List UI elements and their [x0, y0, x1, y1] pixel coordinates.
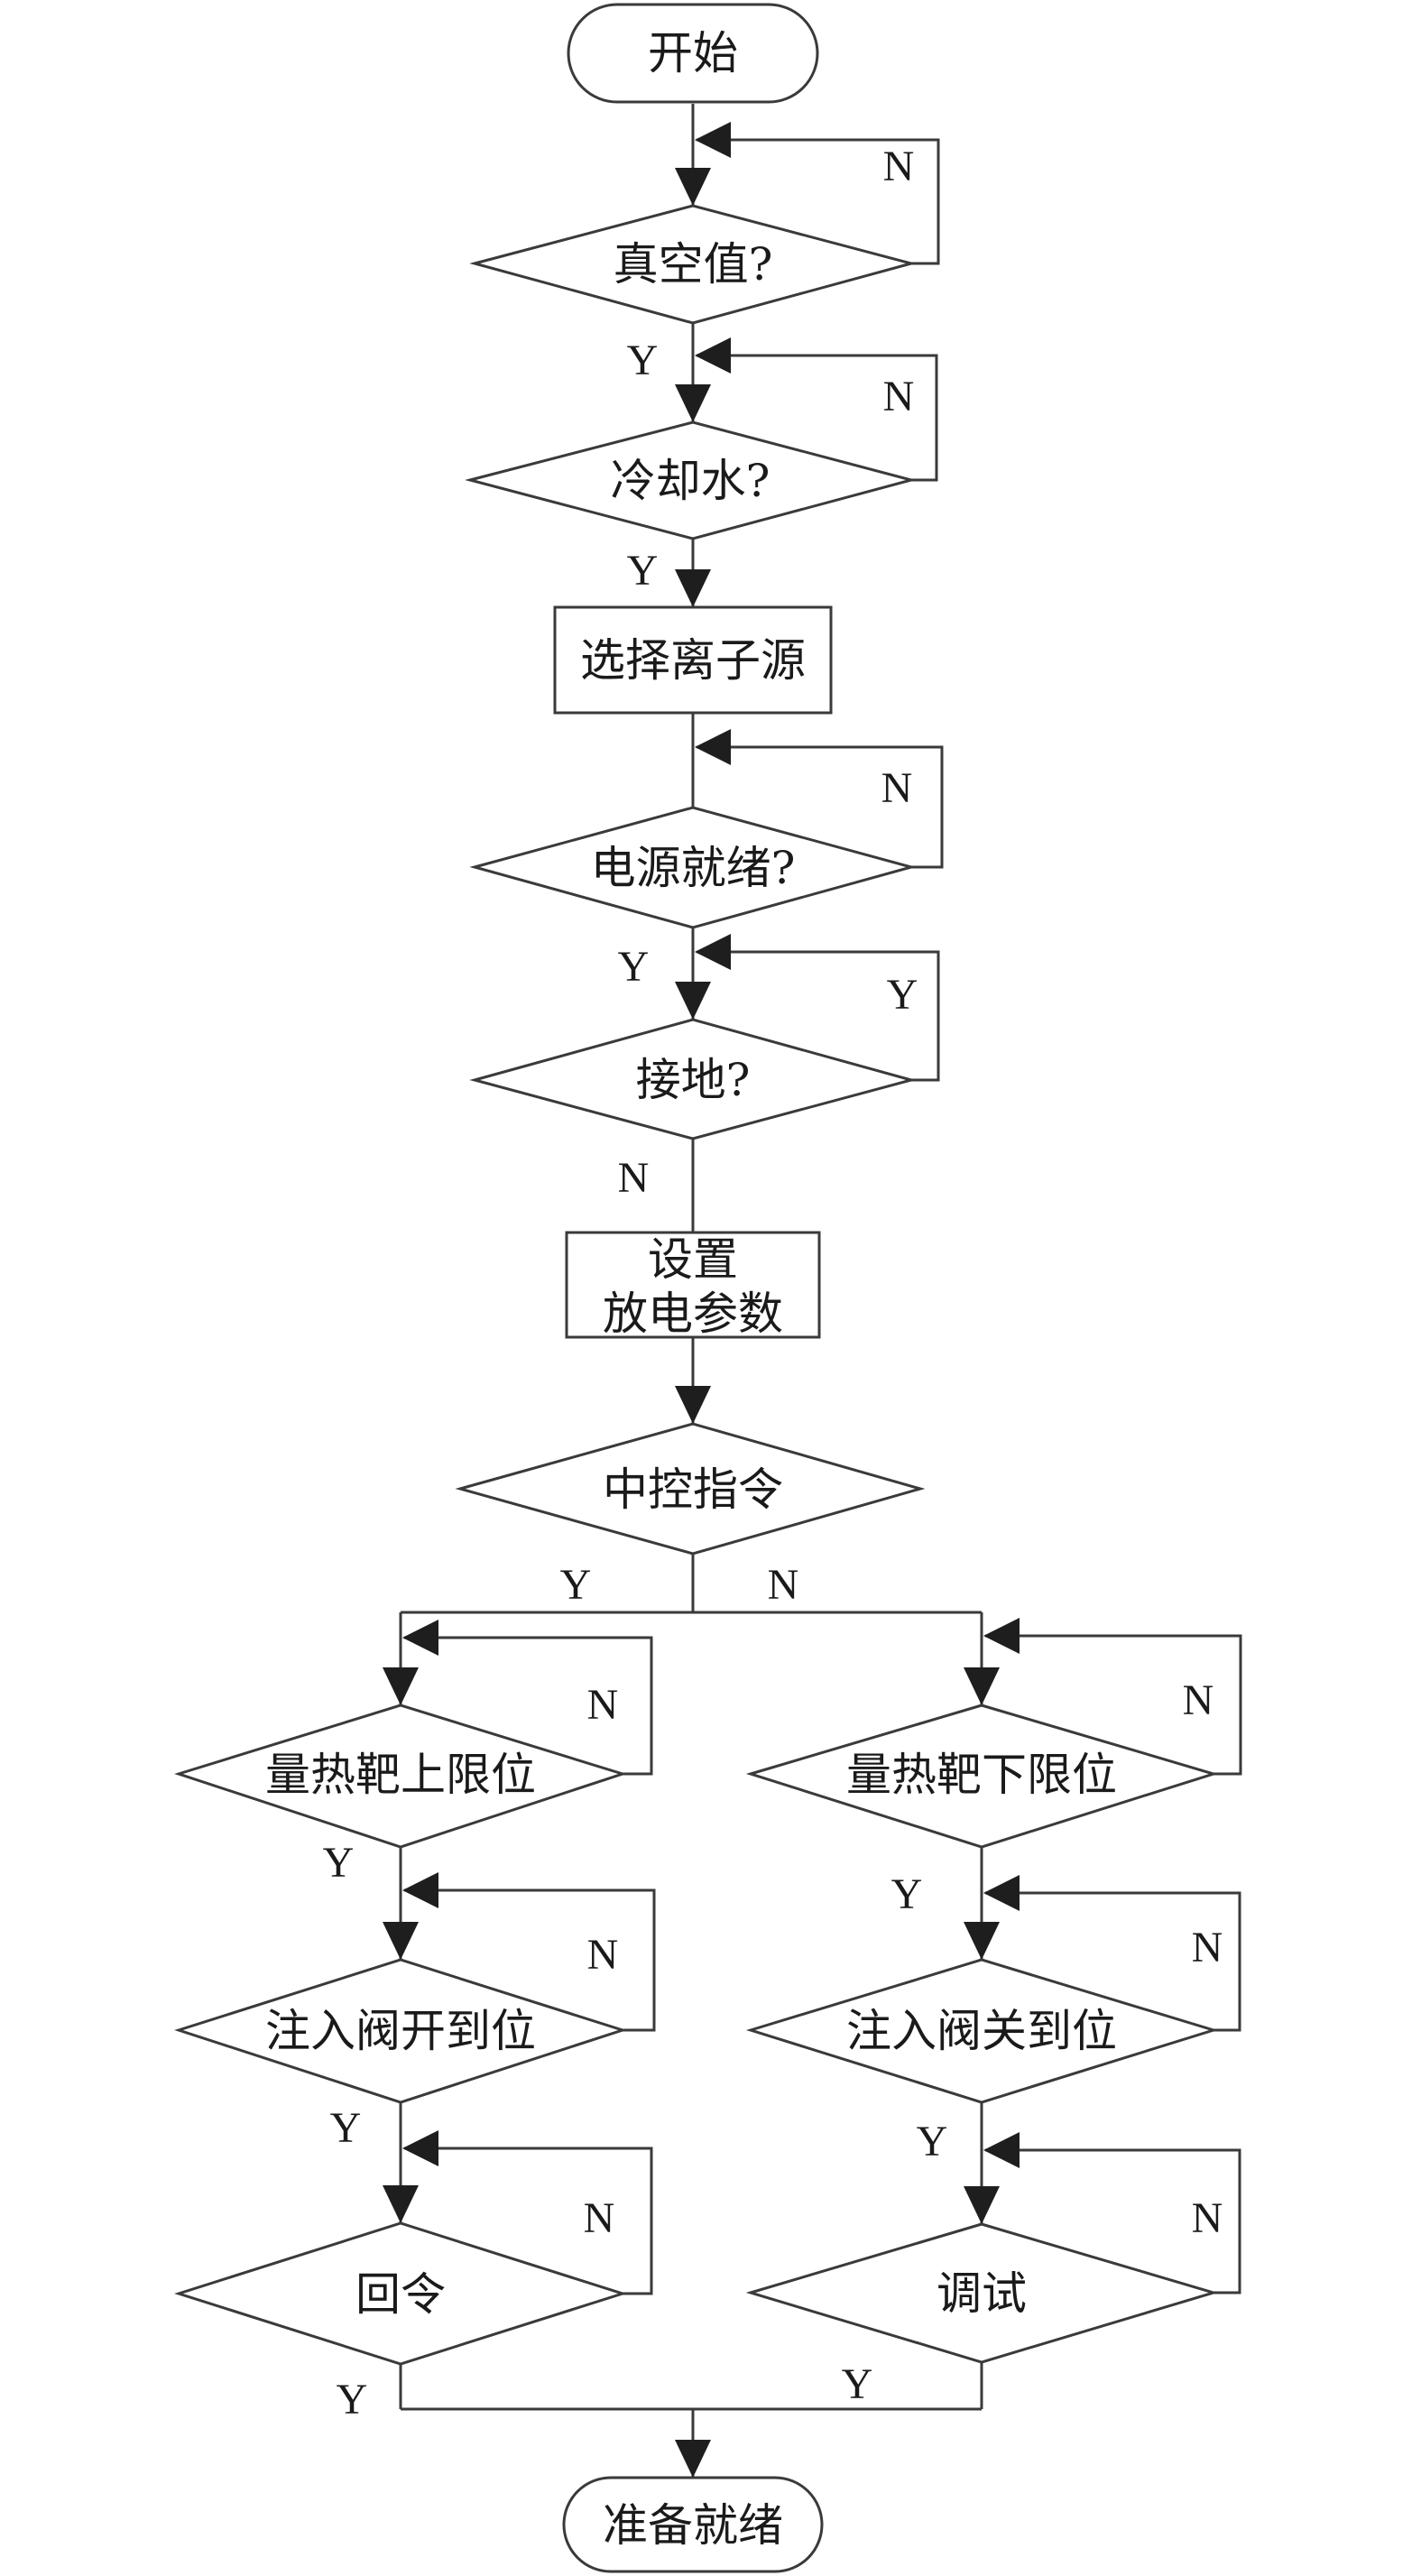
- connector-start-to-vacuum: [675, 104, 711, 206]
- connector-merge-to-end: [401, 2407, 982, 2478]
- decision-central-control: 中控指令: [455, 1422, 926, 1556]
- label-yes-power: Y: [618, 943, 650, 991]
- label-yes-valve-open: Y: [330, 2104, 362, 2152]
- label-no-power: N: [881, 764, 913, 812]
- label-no-vacuum: N: [883, 143, 915, 190]
- connector-set-to-central: [675, 1337, 711, 1424]
- decision-cooling-text: 冷却水?: [611, 455, 770, 507]
- label-no-valve-open: N: [587, 1931, 619, 1979]
- connector-vacuum-to-cooling: [675, 323, 711, 422]
- label-no-valve-close: N: [1192, 1924, 1223, 1971]
- label-yes-upper: Y: [323, 1839, 355, 1887]
- connector-lower-to-valve-close: [964, 1847, 1000, 1960]
- loop-valve-close-no: [983, 1875, 1241, 2032]
- decision-debug: 调试: [745, 2222, 1219, 2364]
- loop-upper-no: [402, 1620, 653, 1776]
- connector-split-to-lower: [964, 1612, 1000, 1705]
- loop-lower-no: [983, 1618, 1242, 1776]
- decision-return-command: 回令: [174, 2221, 627, 2366]
- label-no-ground: N: [618, 1154, 650, 1202]
- decision-grounding-text: 接地?: [636, 1054, 751, 1106]
- decision-upper-text: 量热靶上限位: [265, 1749, 536, 1801]
- label-no-debug: N: [1192, 2194, 1223, 2242]
- loop-vacuum-no: [695, 122, 940, 265]
- label-no-lower: N: [1183, 1676, 1214, 1724]
- process-set-line2: 放电参数: [603, 1288, 783, 1340]
- decision-calorimeter-upper: 量热靶上限位: [174, 1703, 627, 1849]
- label-no-return: N: [584, 2194, 615, 2242]
- loop-debug-no: [983, 2132, 1241, 2294]
- process-select-text: 选择离子源: [580, 634, 806, 687]
- connector-power-to-ground: [675, 928, 711, 1020]
- label-no-cooling: N: [883, 373, 915, 420]
- decision-power-ready: 电源就绪?: [469, 806, 917, 929]
- label-no-central: N: [768, 1561, 799, 1609]
- decision-valve-close: 注入阀关到位: [745, 1958, 1219, 2104]
- label-yes-central: Y: [560, 1561, 592, 1609]
- decision-calorimeter-lower: 量热靶下限位: [745, 1703, 1219, 1849]
- loop-cooling-no: [695, 337, 938, 482]
- decision-grounding: 接地?: [469, 1018, 917, 1140]
- loop-valve-open-no: [402, 1872, 656, 2032]
- start-node: 开始: [567, 3, 819, 104]
- decision-return-text: 回令: [355, 2268, 446, 2321]
- label-yes-valve-close: Y: [917, 2118, 948, 2165]
- loop-return-no: [402, 2130, 653, 2295]
- label-yes-vacuum: Y: [627, 337, 659, 384]
- connector-valve-open-to-return: [383, 2102, 419, 2223]
- connector-central-split: [401, 1554, 982, 1614]
- decision-lower-text: 量热靶下限位: [846, 1749, 1117, 1801]
- loop-power-no: [695, 729, 944, 869]
- process-set-line1: 设置: [648, 1233, 738, 1286]
- end-text: 准备就绪: [603, 2499, 783, 2552]
- connector-cooling-to-select: [675, 539, 711, 607]
- connector-valve-close-to-debug: [964, 2102, 1000, 2224]
- decision-valve-open-text: 注入阀开到位: [265, 2005, 536, 2057]
- label-yes-lower: Y: [891, 1870, 923, 1918]
- decision-central-text: 中控指令: [603, 1463, 783, 1516]
- decision-vacuum: 真空值?: [469, 204, 917, 325]
- label-yes-cooling: Y: [627, 547, 659, 595]
- end-node: 准备就绪: [562, 2476, 824, 2573]
- connector-upper-to-valve-open: [383, 1847, 419, 1960]
- decision-power-text: 电源就绪?: [591, 842, 796, 894]
- decision-cooling-water: 冷却水?: [465, 420, 917, 540]
- label-yes-debug: Y: [842, 2360, 873, 2408]
- start-text: 开始: [648, 27, 738, 79]
- label-yes-ground-loop: Y: [887, 971, 918, 1019]
- label-no-upper: N: [587, 1681, 619, 1729]
- decision-valve-close-text: 注入阀关到位: [846, 2005, 1117, 2057]
- loop-ground-yes: [695, 934, 940, 1082]
- decision-vacuum-text: 真空值?: [614, 238, 773, 291]
- decision-debug-text: 调试: [937, 2267, 1027, 2320]
- decision-valve-open: 注入阀开到位: [174, 1958, 627, 2104]
- process-set-discharge-params: 设置 放电参数: [565, 1231, 821, 1340]
- process-select-ion-source: 选择离子源: [553, 605, 833, 715]
- connector-split-to-upper: [383, 1612, 419, 1705]
- label-yes-return: Y: [337, 2376, 368, 2424]
